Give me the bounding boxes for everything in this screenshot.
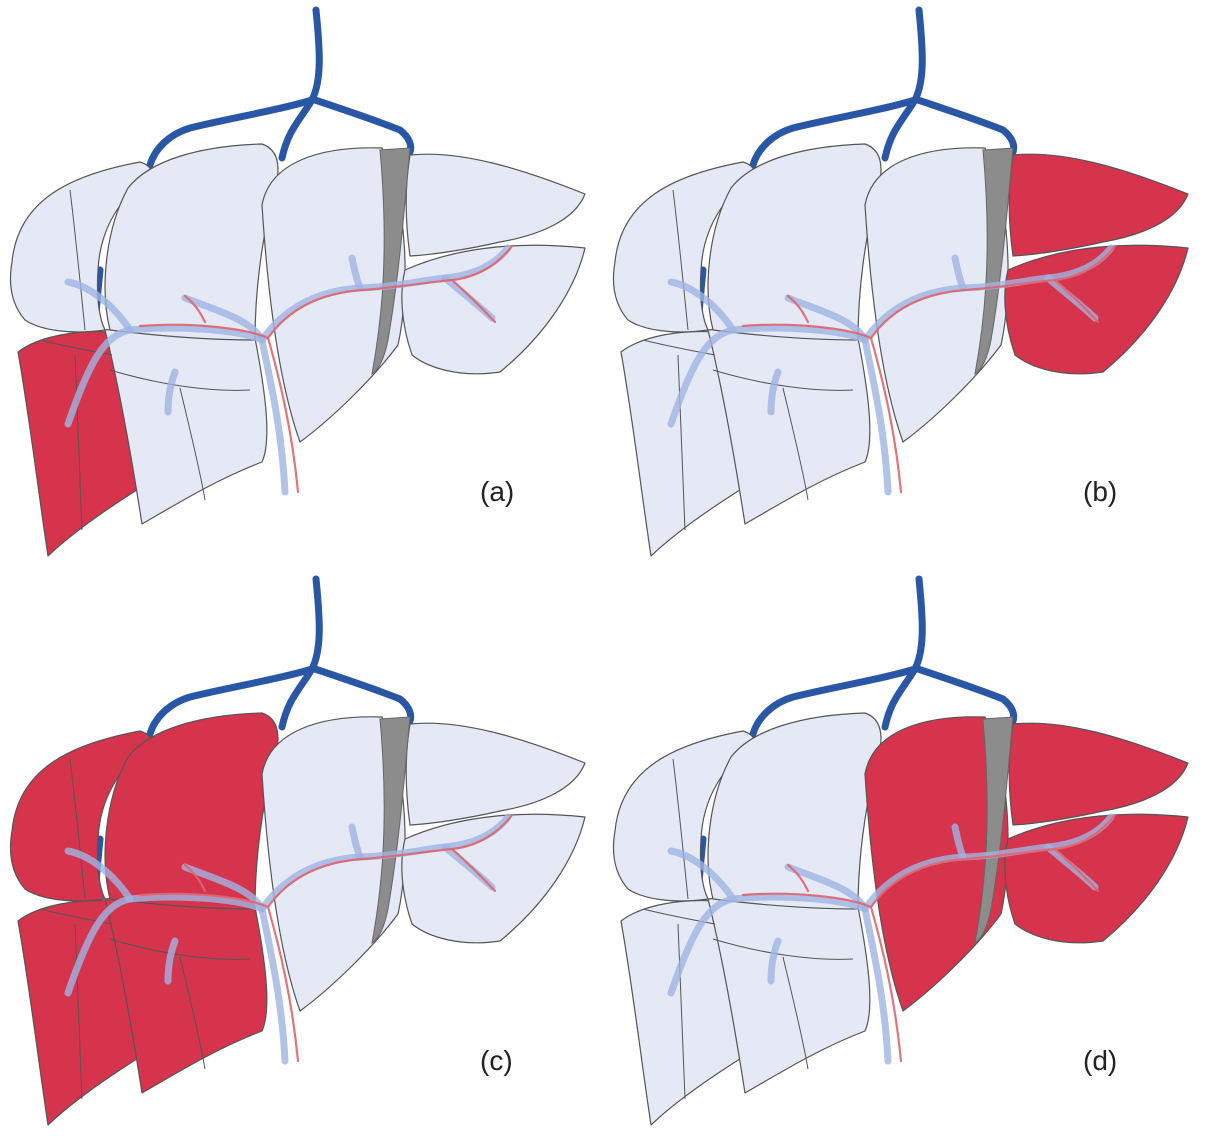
panel-c: (c)	[0, 569, 603, 1138]
panel-d: (d)	[603, 569, 1206, 1138]
hepatic-vein-0	[282, 10, 319, 158]
hepatic-vein-0	[885, 579, 922, 727]
hepatic-vein-2	[918, 100, 1014, 152]
hepatic-vein-2	[918, 669, 1014, 721]
hepatic-vein-0	[885, 10, 922, 158]
liver-seg2-remnant	[406, 723, 585, 825]
panel-label-b: (b)	[1083, 476, 1117, 508]
hepatic-vein-2	[315, 669, 411, 721]
panel-label-c: (c)	[480, 1045, 513, 1077]
panel-b: (b)	[603, 0, 1206, 569]
liver-seg2-resected	[1009, 154, 1188, 256]
liver-seg2-remnant	[406, 154, 585, 256]
panel-a: (a)	[0, 0, 603, 569]
hepatic-vein-0	[282, 579, 319, 727]
hepatic-vein-2	[315, 100, 411, 152]
panel-label-d: (d)	[1083, 1045, 1117, 1077]
liver-seg2-resected	[1009, 723, 1188, 825]
panel-label-a: (a)	[480, 476, 514, 508]
